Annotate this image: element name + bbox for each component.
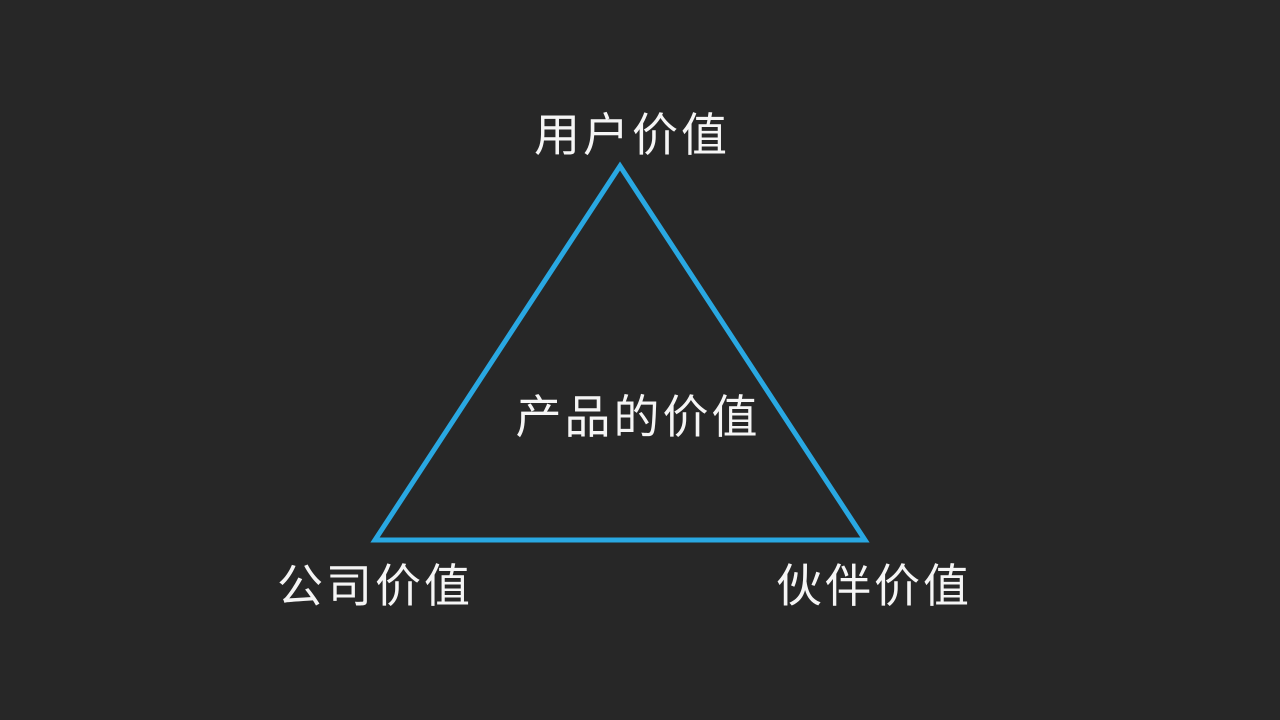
- label-company-value: 公司价值: [277, 560, 473, 612]
- label-product-value: 产品的价值: [515, 391, 761, 443]
- label-user-value: 用户价值: [534, 109, 730, 161]
- triangle-outline: [370, 161, 870, 543]
- label-partner-value: 伙伴价值: [776, 560, 972, 612]
